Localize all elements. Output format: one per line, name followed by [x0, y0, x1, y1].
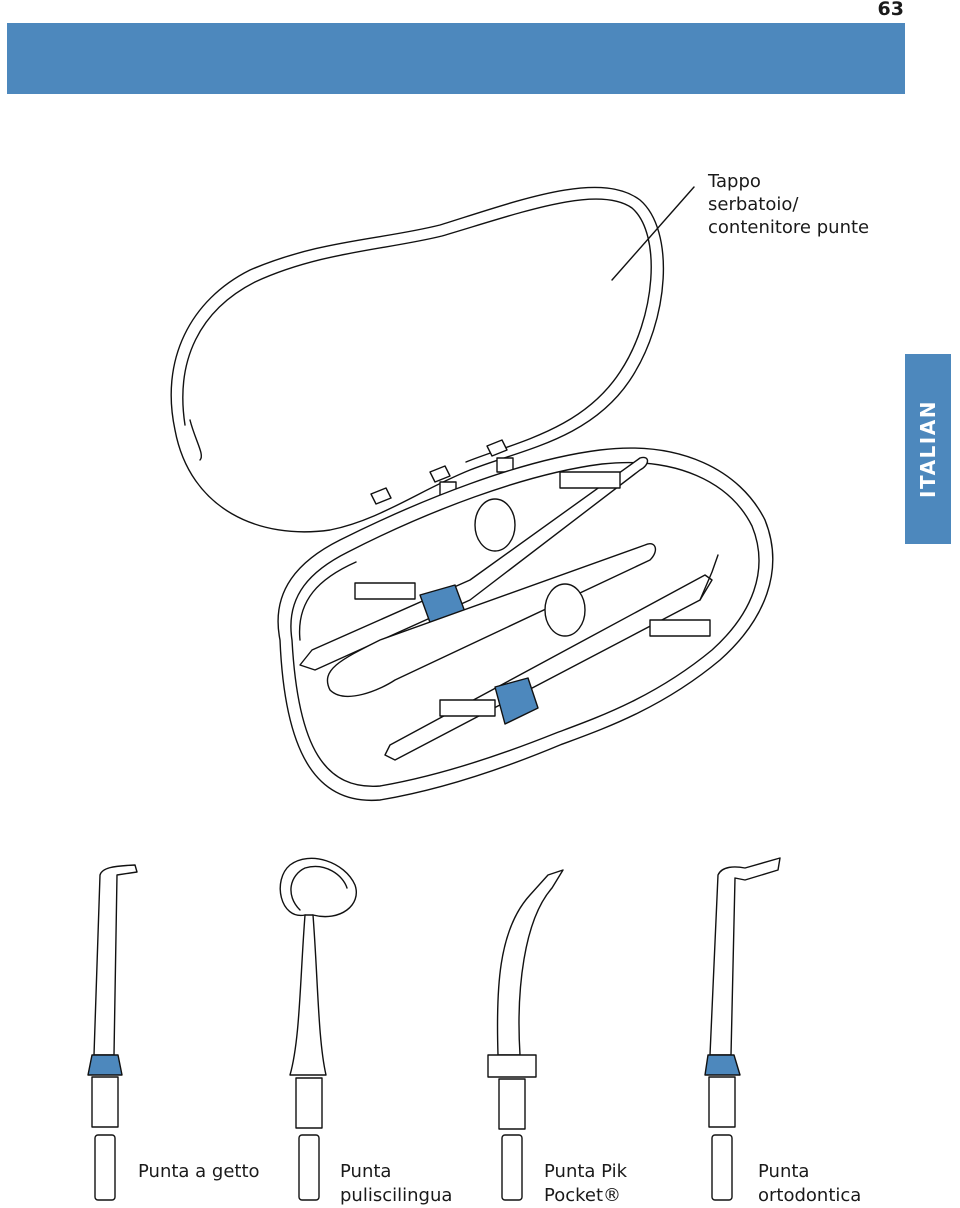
tip-label-pik-pocket: Punta Pik Pocket® [544, 1160, 627, 1208]
tip-label-pik-line-1: Punta Pik [544, 1161, 628, 1182]
case-base [277, 447, 774, 802]
page-number: 63 [877, 0, 904, 20]
tip-label-jet-line-1: Punta a getto [138, 1161, 260, 1182]
case-tips [299, 456, 719, 761]
callout-line-2: serbatoio/ [708, 194, 799, 215]
case-callout-label: Tappo serbatoio/ contenitore punte [708, 170, 908, 239]
tip-label-ortho-line-2: ortodontica [758, 1185, 862, 1206]
tip-label-tongue-cleaner: Punta puliscilingua [340, 1160, 452, 1208]
tip-pik-pocket-collar [487, 1054, 537, 1078]
tip-orthodontic-collar [704, 1054, 741, 1076]
reservoir-lid [170, 186, 695, 533]
tip-jet-collar [87, 1054, 123, 1076]
tip-label-jet: Punta a getto [138, 1160, 260, 1184]
case-tip-collar-2 [494, 677, 539, 725]
tip-jet [87, 864, 138, 1201]
tip-label-pik-line-2: Pocket® [544, 1185, 622, 1206]
tip-label-ortho-line-1: Punta [758, 1161, 810, 1182]
tip-label-tongue-line-2: puliscilingua [340, 1185, 453, 1206]
callout-leader-line [611, 186, 695, 281]
callout-line-3: contenitore punte [708, 217, 870, 238]
tip-pik-pocket [487, 869, 564, 1201]
tip-label-tongue-line-1: Punta [340, 1161, 392, 1182]
tip-label-orthodontic: Punta ortodontica [758, 1160, 861, 1208]
language-tab: ITALIAN [905, 354, 951, 544]
header-band [7, 23, 905, 94]
tip-tongue-cleaner [279, 857, 357, 1201]
tip-orthodontic [704, 857, 781, 1201]
callout-line-1: Tappo [708, 171, 761, 192]
